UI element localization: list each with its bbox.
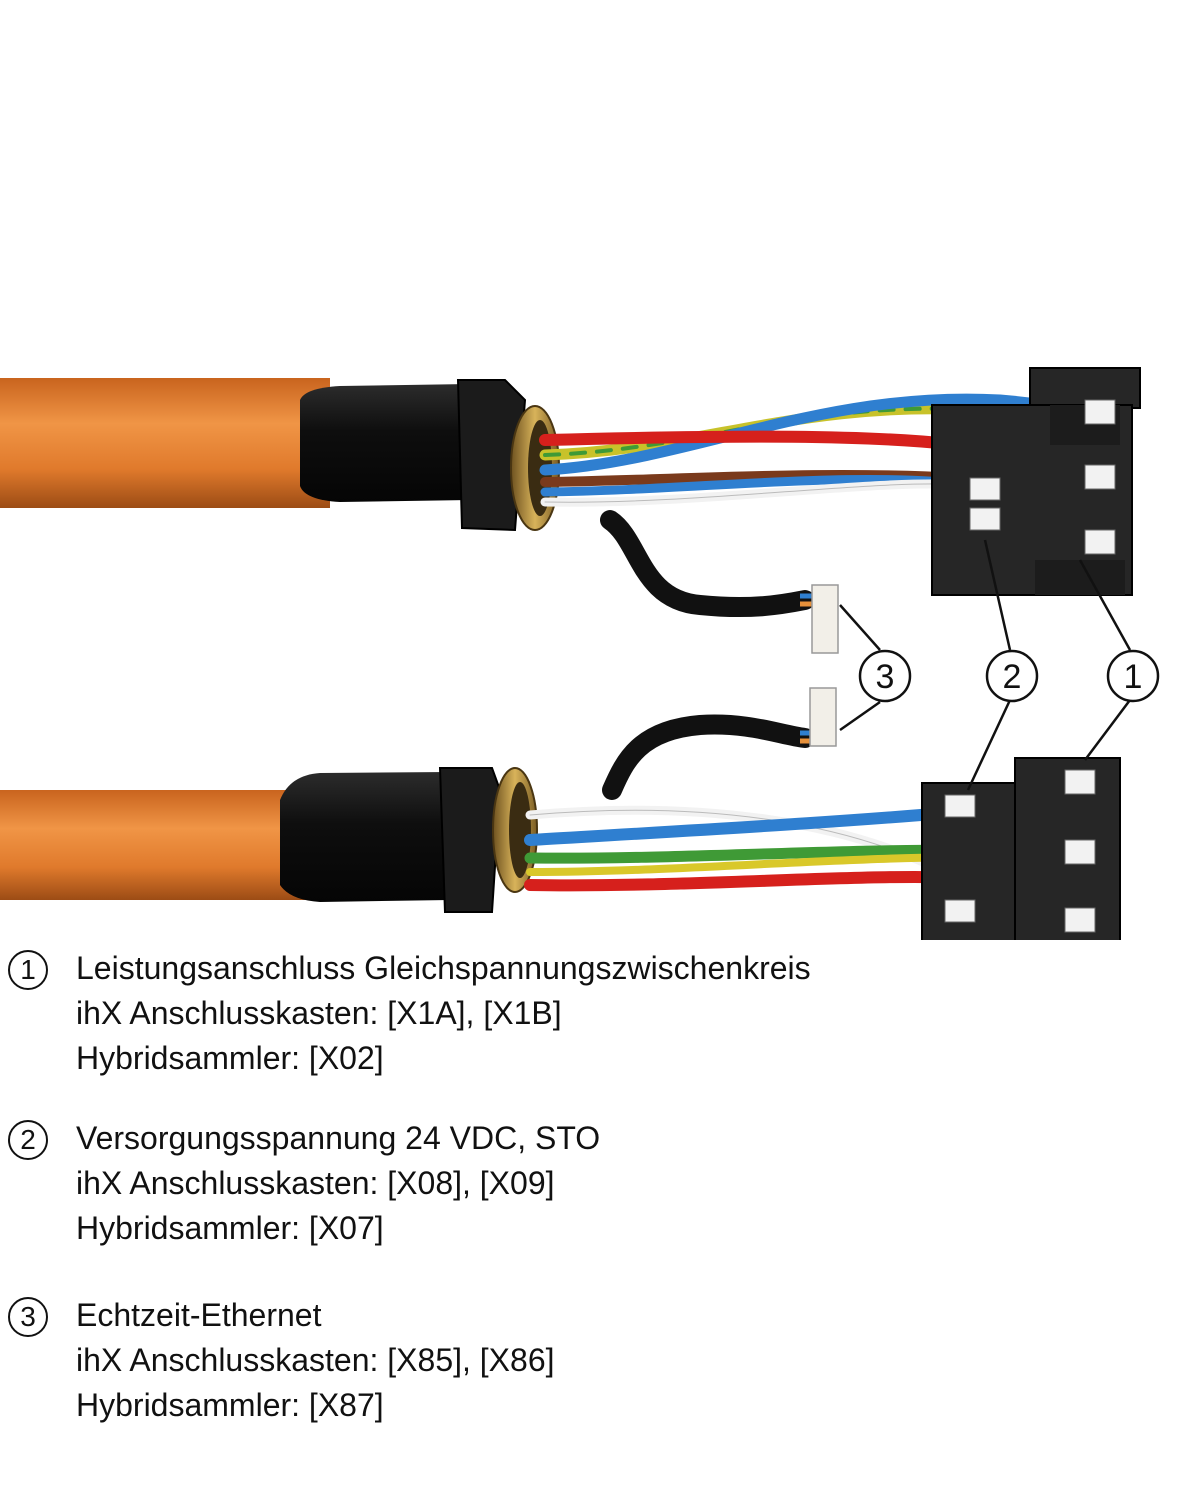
leader-3-lower (839, 700, 881, 732)
legend-3-line2: ihX Anschlusskasten: [X85], [X86] (76, 1342, 555, 1378)
upper-cable-assembly (0, 367, 1141, 654)
leader-3-upper (839, 604, 881, 651)
leader-1-upper (1078, 559, 1132, 651)
upper-heatshrink (300, 384, 470, 502)
lower-orange-cable (0, 790, 310, 900)
callout-leader-lines (839, 539, 1132, 791)
legend-2-title: Versorgungsspannung 24 VDC, STO (76, 1120, 601, 1156)
callout-3-label: 3 (876, 658, 895, 696)
lower-ethernet-cable (602, 714, 815, 800)
legend-3-line3: Hybridsammler: [X87] (76, 1387, 384, 1423)
lower-cable-assembly (0, 687, 1121, 940)
lower-heatshrink (280, 772, 450, 902)
upper-orange-cable (0, 378, 330, 508)
legend-number-1: 1 (8, 950, 48, 990)
legend-2-line2: ihX Anschlusskasten: [X08], [X09] (76, 1165, 555, 1201)
lower-ethernet-plug (809, 687, 837, 747)
legend-2-line3: Hybridsammler: [X07] (76, 1210, 384, 1246)
upper-ethernet-plug (811, 584, 839, 654)
callout-2: 2 (985, 649, 1039, 703)
leader-1-lower (1084, 699, 1131, 761)
legend-1-line3: Hybridsammler: [X02] (76, 1040, 384, 1076)
legend-number-3: 3 (8, 1297, 48, 1337)
legend-1-line2: ihX Anschlusskasten: [X1A], [X1B] (76, 995, 562, 1031)
leader-2-upper (983, 539, 1012, 651)
legend-3-title: Echtzeit-Ethernet (76, 1297, 322, 1333)
lower-grommet (438, 767, 502, 913)
cable-photo-illustration: 3 2 1 (0, 367, 1160, 940)
callout-1-label: 1 (1124, 658, 1143, 696)
upper-connector-block (931, 367, 1141, 596)
lower-connector-block (921, 757, 1121, 940)
callout-1: 1 (1106, 649, 1160, 703)
callout-3: 3 (858, 649, 912, 703)
callout-2-label: 2 (1003, 658, 1022, 696)
legend-number-2: 2 (8, 1120, 48, 1160)
legend-1-title: Leistungsanschluss Gleichspannungszwisch… (76, 950, 811, 986)
upper-ethernet-cable (600, 510, 815, 618)
leader-2-lower (966, 699, 1012, 791)
